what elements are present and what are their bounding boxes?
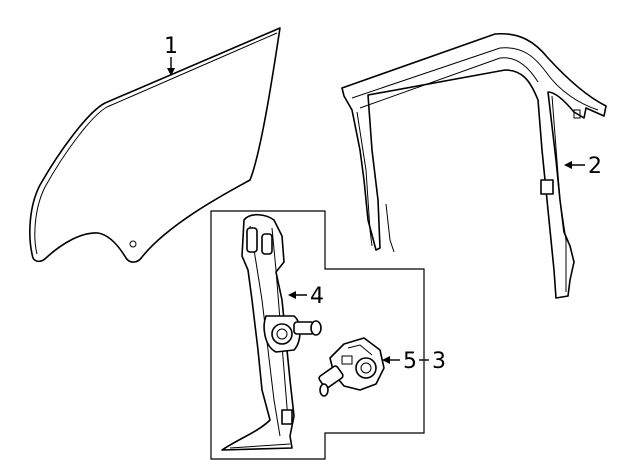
callout-4: 4 [288,284,324,309]
arrow-icon [288,291,296,299]
svg-text:3: 3 [432,349,446,374]
callout-2: 2 [564,154,602,179]
callout-5: 5 [382,349,417,374]
callout-3: 3 [419,349,446,374]
regulator-motor[interactable] [318,337,385,397]
arrow-icon [564,161,572,169]
svg-text:2: 2 [588,154,602,179]
svg-text:4: 4 [310,284,324,309]
svg-text:5: 5 [403,349,417,374]
svg-text:1: 1 [164,34,178,59]
assembly-frame [210,210,425,460]
callout-1: 1 [164,34,178,76]
arrow-icon [167,68,175,76]
door-glass[interactable] [29,27,281,263]
arrow-icon [382,356,390,364]
window-regulator[interactable] [221,213,322,451]
window-run-channel[interactable] [341,33,607,299]
